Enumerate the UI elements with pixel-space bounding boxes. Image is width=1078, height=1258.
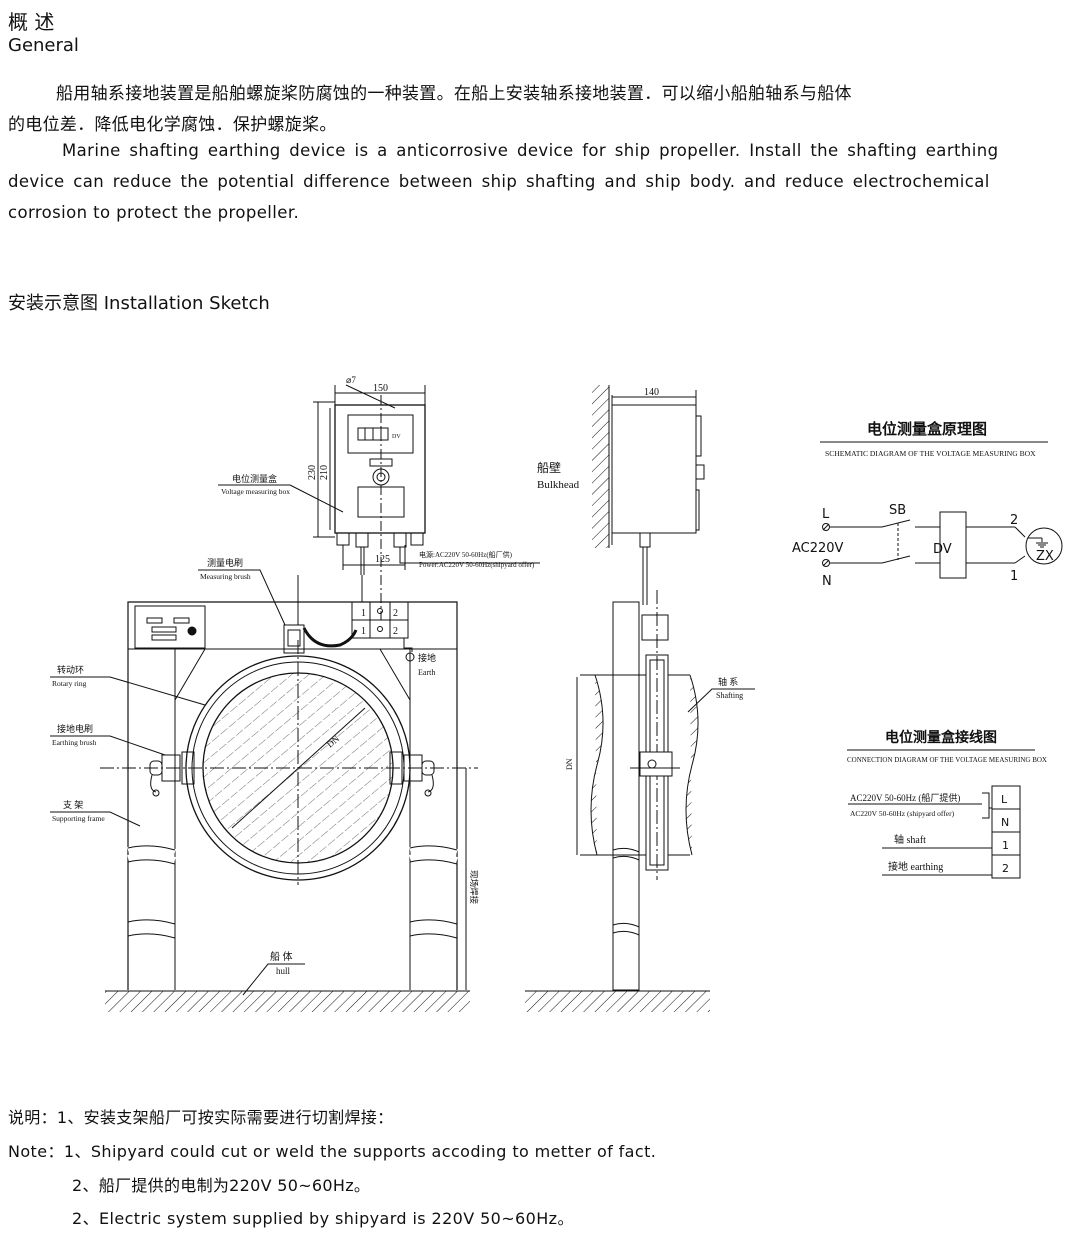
frame-label-en: Supporting frame <box>52 814 105 823</box>
schematic-title-en: SCHEMATIC DIAGRAM OF THE VOLTAGE MEASURI… <box>825 449 1036 458</box>
earthing-brush-left <box>149 751 195 797</box>
side-view: 140 船壁 Bulkhead DN 轴 系 Shafting <box>525 385 755 1012</box>
connection-power-cn: AC220V 50-60Hz (船厂提供) <box>850 792 960 803</box>
earthing-brush-right <box>389 751 435 797</box>
terminal-L: L <box>1001 793 1008 806</box>
schematic-meter: DV <box>933 542 952 557</box>
shafting-label-en: Shafting <box>716 691 743 700</box>
display-unit: DV <box>392 434 401 440</box>
intro-en-line1: Marine shafting earthing device is a ant… <box>62 141 999 160</box>
note-cn-2: 2、船厂提供的电制为220V 50~60Hz。 <box>72 1176 371 1195</box>
earthing-brush-label-en: Earthing brush <box>52 738 97 747</box>
bulkhead-label-cn: 船壁 <box>537 460 561 475</box>
terminal-N: N <box>1001 816 1009 829</box>
shafting-label-cn: 轴 系 <box>718 676 738 687</box>
hull-label-en: hull <box>276 966 291 976</box>
terminal-2-top: 2 <box>393 608 398 619</box>
terminal-1-top: 1 <box>361 608 366 619</box>
connection-shaft: 轴 shaft <box>894 833 926 846</box>
connection-power-en: AC220V 50-60Hz (shipyard offer) <box>850 809 955 818</box>
dim-hole: ⌀7 <box>346 375 356 385</box>
title-cn: 概 述 <box>8 10 55 34</box>
earthing-brush-label-cn: 接地电刷 <box>57 723 93 734</box>
note-en-1: Note：1、Shipyard could cut or weld the su… <box>8 1142 657 1161</box>
intro-en-line3: corrosion to protect the propeller. <box>8 203 300 222</box>
measuring-brush-label-en: Measuring brush <box>200 572 251 581</box>
earth-symbol-icon <box>405 652 415 662</box>
dn-side-label: DN <box>565 758 574 770</box>
connection-diagram: 电位测量盒接线图 CONNECTION DIAGRAM OF THE VOLTA… <box>847 729 1047 879</box>
nameplate <box>134 605 206 649</box>
dim-width: 150 <box>373 383 388 394</box>
dim-125: 125 <box>375 554 390 565</box>
intro-cn-line2: 的电位差．降低电化学腐蚀．保护螺旋桨。 <box>8 115 337 135</box>
front-view: DN 1 2 1 2 <box>50 557 479 1012</box>
earth-label-en: Earth <box>418 668 435 677</box>
rotary-ring-label-cn: 转动环 <box>57 664 84 675</box>
schematic-N: N <box>822 574 832 589</box>
terminal-2-bottom: 2 <box>393 626 398 637</box>
frame-label-cn: 支 架 <box>63 799 83 810</box>
box-label-en: Voltage measuring box <box>221 487 290 496</box>
dim-height-210: 210 <box>319 465 330 480</box>
intro-cn-line1: 船用轴系接地装置是船舶螺旋桨防腐蚀的一种装置。在船上安装轴系接地装置．可以缩小船… <box>56 84 852 104</box>
dim-height-230: 230 <box>307 465 318 480</box>
schematic-switch: SB <box>889 503 906 518</box>
schematic-terminal-1: 1 <box>1010 569 1018 584</box>
power-label-en: Power:AC220V 50-60Hz(shipyard offer) <box>419 561 535 569</box>
schematic-title-cn: 电位测量盒原理图 <box>867 420 987 438</box>
dim-140: 140 <box>644 387 659 398</box>
hull-label-cn: 船 体 <box>270 950 293 963</box>
connection-title-cn: 电位测量盒接线图 <box>885 729 997 746</box>
note-en-2: 2、Electric system supplied by shipyard i… <box>72 1209 574 1228</box>
earth-label-cn: 接地 <box>418 652 436 663</box>
voltage-box-front: DV 150 ⌀7 230 210 125 电源:AC220V 50-60Hz(… <box>218 375 540 620</box>
zx-circle <box>1025 527 1063 565</box>
bulkhead <box>592 385 609 548</box>
schematic-terminal-2: 2 <box>1010 513 1018 528</box>
intro-en-line2: device can reduce the potential differen… <box>8 172 990 191</box>
section-title: 安装示意图 Installation Sketch <box>8 293 270 314</box>
measuring-brush-label-cn: 测量电刷 <box>207 557 243 568</box>
terminal-1-bottom: 1 <box>361 626 366 637</box>
terminal-1: 1 <box>1002 839 1009 852</box>
schematic-diagram: 电位测量盒原理图 SCHEMATIC DIAGRAM OF THE VOLTAG… <box>792 420 1063 589</box>
bulkhead-label-en: Bulkhead <box>537 479 580 491</box>
title-en: General <box>8 35 79 56</box>
box-label-cn: 电位测量盒 <box>232 473 277 484</box>
schematic-voltage: AC220V <box>792 541 844 556</box>
weld-label: 现场焊接 <box>469 870 479 905</box>
schematic-L: L <box>822 507 830 522</box>
terminal-block: 1 2 1 2 <box>351 575 415 662</box>
note-cn-1: 说明：1、安装支架船厂可按实际需要进行切割焊接： <box>8 1108 394 1127</box>
power-label-cn: 电源:AC220V 50-60Hz(船厂供) <box>419 550 513 559</box>
connection-earthing: 接地 earthing <box>888 860 943 873</box>
rotary-ring-label-en: Rotary ring <box>52 679 87 688</box>
schematic-zx: ZX <box>1036 549 1054 564</box>
connection-title-en: CONNECTION DIAGRAM OF THE VOLTAGE MEASUR… <box>847 756 1047 764</box>
measuring-brush <box>283 575 358 654</box>
terminal-2: 2 <box>1002 862 1009 875</box>
